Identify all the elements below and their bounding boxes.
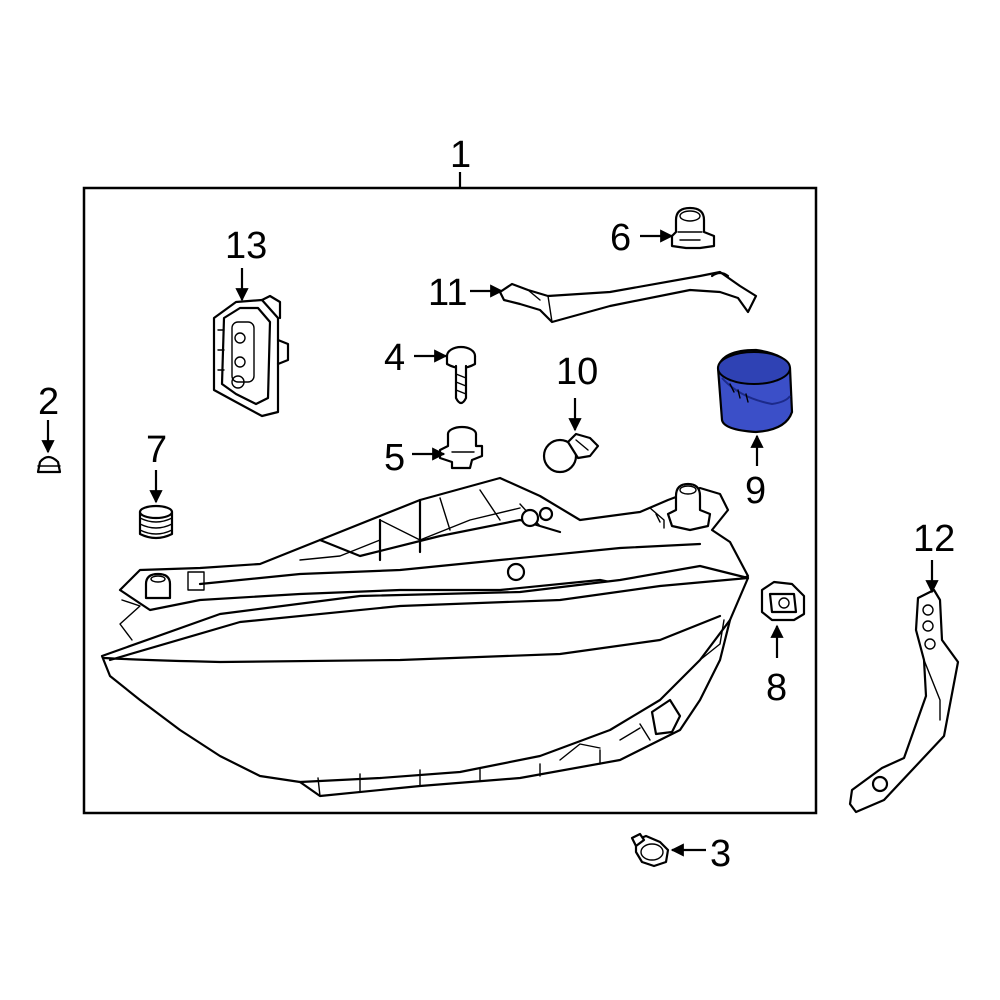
headlamp-housing[interactable] [100, 476, 750, 798]
part-9-cap[interactable] [716, 348, 794, 434]
part-10-bulb[interactable] [542, 432, 600, 474]
callout-1[interactable]: 1 [450, 134, 471, 176]
callout-9[interactable]: 9 [745, 470, 766, 512]
part-6-clip[interactable] [670, 206, 716, 250]
callout-13[interactable]: 13 [225, 225, 267, 267]
part-3-bolt[interactable] [630, 832, 670, 868]
callout-3[interactable]: 3 [710, 833, 731, 875]
part-12-bracket[interactable] [848, 588, 960, 814]
callout-7[interactable]: 7 [146, 429, 167, 471]
callout-12[interactable]: 12 [913, 518, 955, 560]
callout-10[interactable]: 10 [556, 351, 598, 393]
callout-4[interactable]: 4 [384, 337, 405, 379]
part-2-plug[interactable] [36, 455, 62, 474]
assembly-frame [82, 186, 818, 815]
part-5-clip[interactable] [438, 425, 484, 470]
callout-11[interactable]: 11 [428, 272, 467, 314]
callout-5[interactable]: 5 [384, 437, 405, 479]
part-11-bracket[interactable] [498, 270, 758, 324]
callout-8[interactable]: 8 [766, 667, 787, 709]
part-13-module[interactable] [212, 294, 290, 418]
part-4-screw[interactable] [445, 345, 477, 405]
part-7-grommet[interactable] [138, 504, 174, 540]
callout-6[interactable]: 6 [610, 217, 631, 259]
callout-2[interactable]: 2 [38, 381, 59, 423]
part-8-nut[interactable] [760, 580, 806, 622]
